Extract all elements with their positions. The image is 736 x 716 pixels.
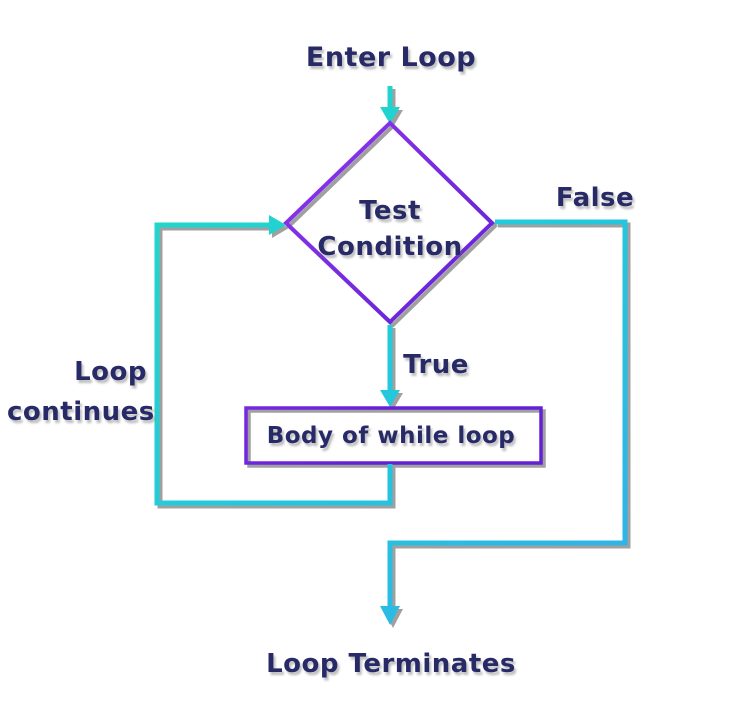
body-rectangle [244,406,543,465]
enter-loop-label: Enter Loop [305,42,477,73]
test-condition-line1: Test [359,196,421,226]
body-of-while-loop-label: Body of while loop [266,423,516,449]
loop-back-arrowhead-icon [269,215,286,235]
false-branch-label: False [555,183,635,213]
loop-back-connector [154,222,393,506]
loop-terminates-label: Loop Terminates [266,649,516,679]
loop-continues-label: Loop continues [7,352,155,432]
loop-continues-line2: continues [7,397,155,427]
test-condition-line2: Condition [317,232,463,262]
true-arrowhead-icon [380,390,400,407]
enter-arrowhead-icon [380,107,400,124]
false-arrowhead-icon [380,606,400,625]
test-condition-label: Test Condition [300,193,480,265]
false-connector [387,219,628,608]
loop-continues-line1: Loop [74,357,147,387]
decision-diamond [283,120,495,325]
true-branch-label: True [403,350,469,380]
